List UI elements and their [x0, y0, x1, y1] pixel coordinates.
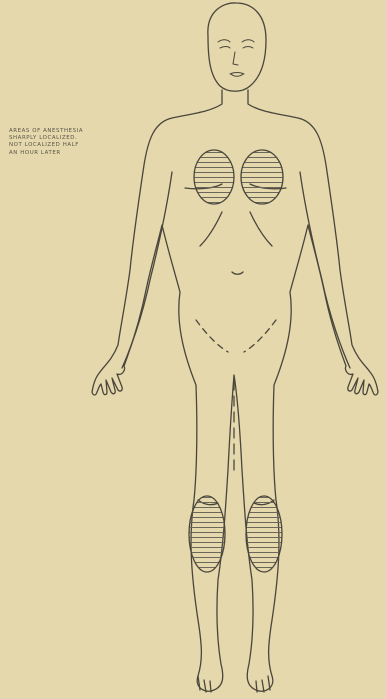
rib-line-right	[200, 212, 222, 246]
right-toes	[198, 676, 211, 692]
annotation-line-3: not localized half	[9, 142, 124, 149]
left-knee-area	[246, 496, 282, 572]
groin-line-left	[244, 320, 276, 352]
head-outline	[208, 3, 266, 91]
right-knee-area	[189, 496, 225, 572]
annotation-line-1: Areas of anesthesia	[9, 128, 124, 135]
annotation-line-2: sharply localized.	[9, 135, 124, 142]
groin-line-right	[196, 320, 228, 352]
face-features	[218, 40, 254, 77]
left-breast-area	[241, 150, 283, 204]
anesthesia-annotation: Areas of anesthesia sharply localized. n…	[9, 128, 124, 157]
anesthesia-areas	[189, 150, 283, 572]
body-silhouette	[92, 90, 378, 691]
navel	[232, 272, 243, 274]
annotation-line-4: an hour later	[9, 150, 124, 157]
left-inner-arm	[300, 172, 350, 368]
rib-line-left	[250, 212, 272, 246]
right-breast-area	[194, 150, 234, 204]
